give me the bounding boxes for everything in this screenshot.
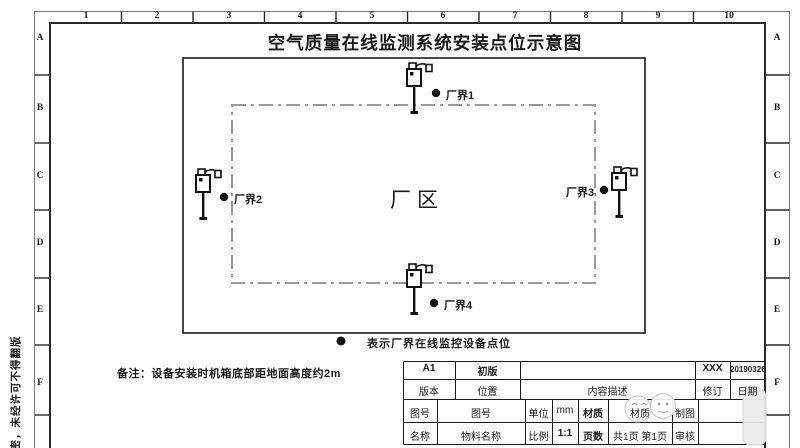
- grid-row-label: F: [774, 378, 780, 388]
- page-title: 空气质量在线监测系统安装点位示意图: [267, 33, 583, 53]
- grid-row-label: E: [36, 305, 44, 315]
- title-block-cell: 初版: [477, 367, 498, 378]
- grid-row-label: D: [773, 238, 781, 248]
- grid-col-label: 5: [369, 11, 375, 21]
- grid-row-label: F: [37, 378, 43, 388]
- note-text: 备注：设备安装时机箱底部距地面高度约2m: [117, 368, 341, 380]
- device-point-label: 厂界3: [566, 187, 595, 199]
- device-point-label: 厂界4: [444, 300, 473, 312]
- sticker-watermark-icon: [624, 385, 767, 446]
- monitor-device-icon: [611, 166, 638, 219]
- monitor-device-icon: [406, 263, 433, 316]
- title-block-cell: 版本: [419, 387, 439, 398]
- device-point-label: 厂界2: [234, 194, 263, 206]
- title-block-cell: 审核: [675, 432, 695, 443]
- title-block-cell: 名称: [410, 432, 430, 443]
- monitor-device-icon: [195, 168, 222, 221]
- title-block-cell: 单位: [528, 409, 549, 420]
- title-block-cell: 材质: [583, 409, 603, 420]
- title-block-cell: 共1页 第1页: [613, 432, 667, 443]
- grid-col-label: 4: [297, 11, 303, 21]
- grid-row-label: E: [773, 305, 781, 315]
- title-block-cell: 内容描述: [587, 387, 628, 398]
- title-block-cell: A1: [422, 363, 436, 374]
- factory-area-label: 厂区: [390, 189, 444, 212]
- grid-col-label: 7: [512, 11, 518, 21]
- title-block-cell: 位置: [477, 387, 498, 398]
- legend-text: 表示厂界在线监控设备点位: [367, 338, 511, 350]
- title-block-cell: XXX: [702, 363, 723, 374]
- grid-row-label: A: [773, 33, 781, 43]
- grid-row-label: B: [773, 103, 781, 113]
- title-block-cell: 图号: [410, 409, 430, 420]
- grid-col-label: 3: [226, 11, 232, 21]
- grid-row-label: D: [36, 238, 44, 248]
- title-block-grid: [403, 361, 765, 445]
- grid-row-label: C: [36, 171, 44, 181]
- title-block-cell: 制图: [675, 409, 695, 420]
- title-block-cell: 1:1: [557, 428, 573, 439]
- title-block-cell: mm: [556, 405, 574, 416]
- grid-col-label: 8: [583, 11, 589, 21]
- grid-col-label: 1: [83, 11, 89, 21]
- point-marker-icon: [219, 88, 609, 346]
- title-block-cell: 修订: [702, 387, 723, 398]
- confidential-note: 机密，未经许可不得翻版: [10, 335, 22, 448]
- grid-col-label: 6: [440, 11, 446, 21]
- grid-ticks: [34, 11, 790, 416]
- title-block-cell: 图号: [471, 409, 491, 420]
- title-block-cell: 比例: [528, 432, 549, 443]
- grid-col-label: 10: [724, 11, 734, 21]
- outer-border: [34, 11, 790, 448]
- title-block-cell: 物料名称: [461, 432, 501, 443]
- title-block-cell: 日期: [737, 387, 758, 398]
- grid-row-label: C: [773, 171, 781, 181]
- title-block-cell: 材质: [630, 409, 650, 420]
- grid-col-label: 9: [655, 11, 661, 21]
- factory-boundary-rect: [182, 57, 646, 334]
- title-block-cell: 20190326: [730, 365, 765, 374]
- monitor-device-icon: [406, 62, 433, 115]
- grid-row-label: A: [36, 33, 44, 43]
- title-block-cell: 页数: [583, 432, 603, 443]
- grid-col-label: 2: [154, 11, 160, 21]
- grid-row-label: B: [36, 103, 44, 113]
- device-point-label: 厂界1: [446, 90, 475, 102]
